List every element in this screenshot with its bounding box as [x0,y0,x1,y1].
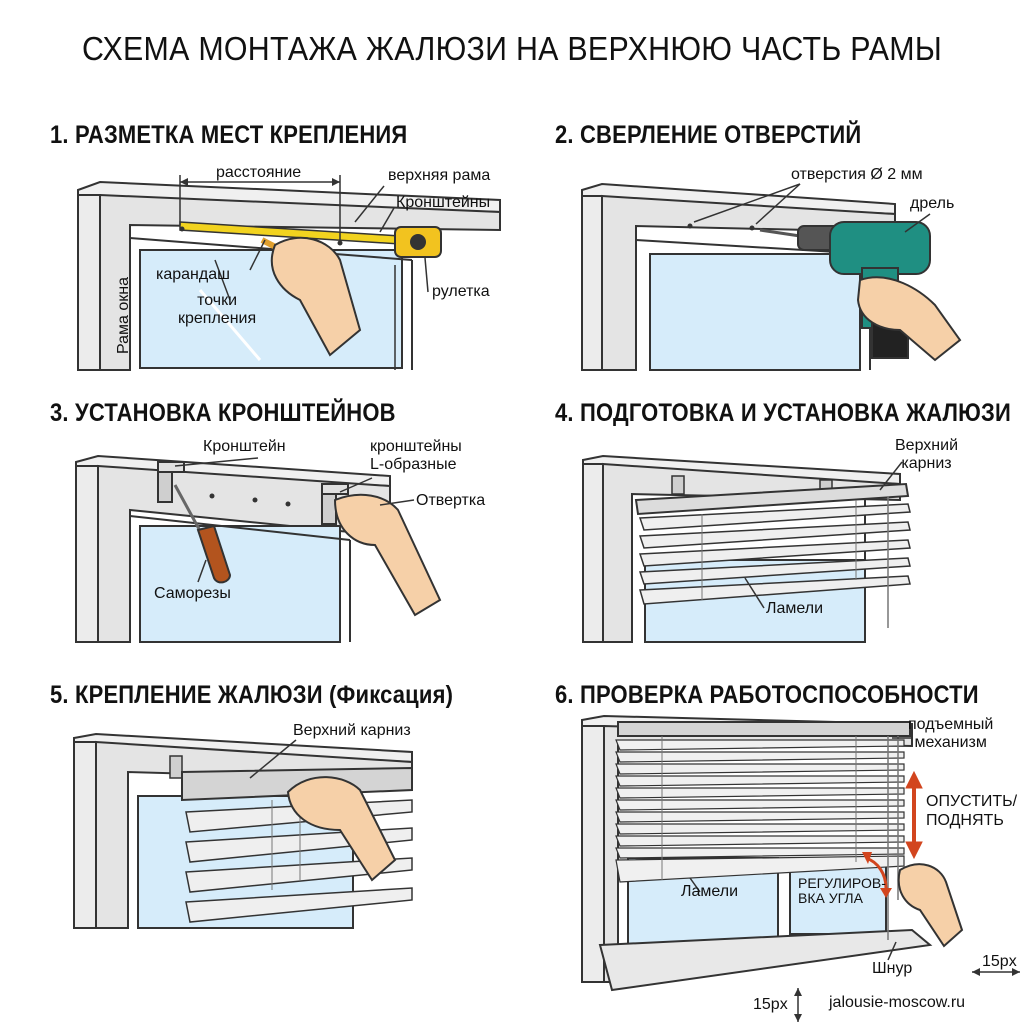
main-title: СХЕМА МОНТАЖА ЖАЛЮЗИ НА ВЕРХНЮЮ ЧАСТЬ РА… [82,30,942,67]
label-top-frame: верхняя рама [388,167,491,184]
label-bracket: Кронштейн [203,438,286,455]
step-3-title: 3. УСТАНОВКА КРОНШТЕЙНОВ [50,399,396,427]
window-frame-3 [75,454,391,643]
label-holes: отверстия Ø 2 мм [791,166,923,183]
label-cord: Шнур [872,960,913,977]
pencil-hand [260,236,362,357]
dimension-right-label: 15px [982,953,1017,970]
step-4-title: 4. ПОДГОТОВКА И УСТАНОВКА ЖАЛЮЗИ [555,399,1011,427]
website-text: jalousie-moscow.ru [829,994,966,1011]
window-frame-4 [582,454,901,643]
step-1-title: 1. РАЗМЕТКА МЕСТ КРЕПЛЕНИЯ [50,121,408,149]
window-frame-2 [581,182,896,371]
label-slats-6: Ламели [681,883,739,900]
step-5-title: 5. КРЕПЛЕНИЕ ЖАЛЮЗИ (Фиксация) [50,681,454,709]
dimension-bottom-label: 15px [753,996,788,1013]
blind-headrail-4 [634,482,910,516]
label-cornice-4: Верхний карниз [895,437,958,472]
tape-measure [179,221,442,258]
up-down-arrow [905,770,923,860]
blind-headrail-6 [617,721,911,737]
label-points: точки крепления [178,292,257,327]
window-frame-1 [77,180,501,371]
label-pencil: карандаш [156,266,230,283]
label-screwdriver: Отвертка [416,492,486,509]
label-l-brackets: кронштейны L-образные [370,438,462,473]
blind-slats-6 [615,739,905,883]
label-mechanism: подъемный механизм [908,716,994,751]
step-2-title: 2. СВЕРЛЕНИЕ ОТВЕРСТИЙ [555,121,862,149]
label-drill: дрель [910,195,955,212]
label-slats-4: Ламели [766,600,824,617]
label-up-down: ОПУСТИТЬ/ ПОДНЯТЬ [926,793,1018,829]
label-angle: РЕГУЛИРОВ- ВКА УГЛА [798,875,886,906]
bracket-left [157,461,185,503]
blind-slats-4 [638,503,911,605]
label-cornice-5: Верхний карниз [293,722,411,739]
label-brackets: Кронштейны [396,194,491,211]
screwdriver [173,484,232,584]
angle-arrow [862,852,892,898]
label-screws: Саморезы [154,585,231,602]
step-6-title: 6. ПРОВЕРКА РАБОТОСПОСОБНОСТИ [555,681,979,709]
label-distance: расстояние [216,164,302,181]
label-tape: рулетка [432,283,490,300]
